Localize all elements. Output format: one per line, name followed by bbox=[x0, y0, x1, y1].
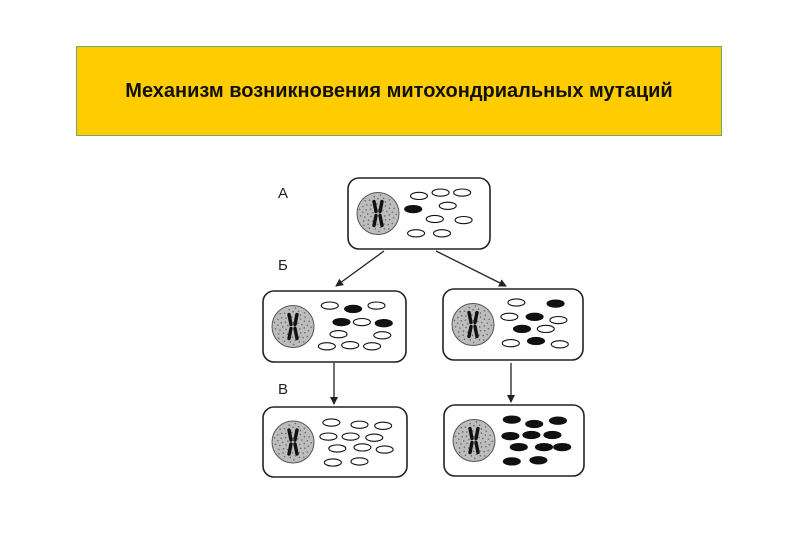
mitochondrion-normal bbox=[432, 229, 452, 238]
mitochondrion-normal bbox=[341, 432, 360, 441]
mitochondrion-normal bbox=[323, 458, 342, 467]
mitochondrion-normal bbox=[373, 331, 392, 340]
mitochondrion-mutant bbox=[509, 442, 528, 452]
mitochondrion-normal bbox=[375, 445, 394, 454]
nucleus bbox=[452, 419, 496, 462]
mitochondrion-normal bbox=[319, 432, 338, 441]
nucleus bbox=[271, 420, 315, 464]
cell-daughter-left bbox=[262, 290, 407, 363]
mitochondrion-normal bbox=[352, 317, 371, 327]
nucleus bbox=[451, 303, 495, 346]
mitochondrion-mutant bbox=[502, 457, 521, 466]
mitochondrion-normal bbox=[431, 188, 450, 197]
mitochondrion-normal bbox=[438, 201, 457, 210]
mitochondrion-mutant bbox=[344, 304, 363, 314]
mitochondrion-normal bbox=[363, 342, 382, 351]
mitochondrion-normal bbox=[320, 301, 339, 310]
chromosome bbox=[287, 312, 299, 341]
nucleus bbox=[356, 192, 400, 235]
mitochondrion-mutant bbox=[546, 299, 565, 308]
mitochondrion-mutant bbox=[525, 419, 544, 429]
mitochondrion-mutant bbox=[526, 336, 546, 346]
mitochondrion-normal bbox=[507, 298, 526, 307]
mitochondrion-normal bbox=[550, 340, 569, 349]
mitochondrion-normal bbox=[407, 229, 426, 238]
mitochondrion-mutant bbox=[374, 319, 393, 328]
mitochondrion-mutant bbox=[522, 430, 541, 440]
mitochondrion-mutant bbox=[501, 431, 520, 441]
mitochondrion-mutant bbox=[525, 312, 544, 321]
mitochondrion-normal bbox=[350, 420, 369, 429]
cell-granddaughter-right bbox=[443, 404, 585, 477]
title-banner: Механизм возникновения митохондриальных … bbox=[76, 46, 722, 136]
mitochondrion-normal bbox=[536, 324, 555, 334]
mitochondrion-normal bbox=[425, 214, 444, 224]
division-arrow-right bbox=[435, 250, 507, 287]
mitochondrion-normal bbox=[341, 341, 360, 350]
slide-title: Механизм возникновения митохондриальных … bbox=[125, 79, 673, 102]
chromosome bbox=[287, 428, 299, 456]
mitochondrion-normal bbox=[322, 418, 341, 427]
cell-parent bbox=[347, 177, 491, 250]
mitochondrion-mutant bbox=[332, 317, 351, 327]
mitochondrion-normal bbox=[353, 443, 372, 452]
cell-granddaughter-left bbox=[262, 406, 408, 478]
mitochondrion-normal bbox=[454, 215, 473, 225]
mitochondrion-normal bbox=[453, 188, 472, 197]
mitochondrion-normal bbox=[367, 301, 386, 310]
chromosome bbox=[467, 310, 479, 339]
mitochondrion-mutant bbox=[512, 324, 532, 334]
chromosome bbox=[468, 426, 480, 455]
mitochondrion-normal bbox=[365, 433, 384, 442]
mitochondrion-normal bbox=[350, 457, 369, 466]
stage-label-v: В bbox=[278, 381, 288, 398]
mitochondrion-normal bbox=[549, 315, 568, 325]
mitochondrion-mutant bbox=[548, 416, 568, 425]
mitochondrion-mutant bbox=[404, 204, 423, 214]
mitochondrion-normal bbox=[409, 191, 429, 201]
mitochondrion-mutant bbox=[553, 442, 572, 452]
mitochondrion-normal bbox=[374, 421, 393, 430]
division-arrow-left bbox=[335, 250, 385, 287]
mitochondrion-mutant bbox=[502, 415, 521, 424]
mitochondrion-mutant bbox=[529, 456, 548, 465]
mitochondrion-normal bbox=[317, 342, 336, 351]
mitochondrion-mutant bbox=[543, 430, 562, 440]
mitochondrion-normal bbox=[500, 312, 519, 321]
mitochondrion-normal bbox=[329, 330, 348, 339]
mitochondrion-normal bbox=[328, 444, 347, 453]
mitochondrion-normal bbox=[501, 339, 520, 348]
stage-label-a: А bbox=[278, 185, 288, 202]
mitochondrion-mutant bbox=[534, 442, 554, 452]
cell-daughter-right bbox=[442, 288, 584, 361]
stage-label-b: Б bbox=[278, 257, 288, 274]
chromosome bbox=[372, 199, 384, 228]
nucleus bbox=[271, 305, 315, 348]
